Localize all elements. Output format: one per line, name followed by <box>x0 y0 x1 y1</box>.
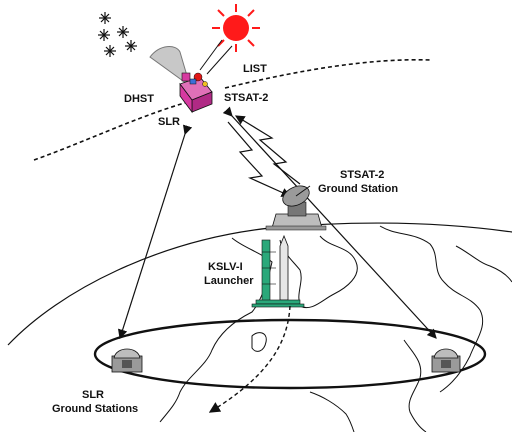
slr-ground-label-line1: SLR <box>82 389 104 401</box>
slr-label: SLR <box>158 116 180 128</box>
downlink-zigzag <box>227 121 292 197</box>
dhst-beam <box>149 46 191 88</box>
launcher-label-line1: KSLV-I <box>208 261 243 273</box>
satellite-label: STSAT-2 <box>224 92 268 104</box>
list-beam-2 <box>206 45 233 75</box>
slr-ground-label-line2: Ground Stations <box>52 403 138 415</box>
continent-outline-far-east <box>455 245 512 283</box>
list-beam-1 <box>199 39 223 71</box>
orbit-path <box>33 99 196 161</box>
satellite-dish-icon <box>265 185 327 231</box>
ground-station-label-line1: STSAT-2 <box>340 169 384 181</box>
rocket-launcher-icon <box>251 234 305 308</box>
star-cluster-icon <box>98 12 137 57</box>
sun-icon <box>212 4 260 52</box>
orbit-path-right <box>224 58 431 89</box>
slr-station-icon <box>111 348 143 373</box>
earth-outline <box>7 222 512 346</box>
uplink-zigzag <box>234 115 301 185</box>
list-label: LIST <box>243 63 267 75</box>
satellite-icon <box>179 72 213 114</box>
slr-network-ellipse <box>93 318 487 390</box>
continent-outline-bottom <box>309 391 355 432</box>
launcher-label-line2: Launcher <box>204 275 254 287</box>
slr-station-icon <box>431 348 461 373</box>
slr-link-right <box>222 106 437 339</box>
slr-link-left <box>117 124 193 340</box>
launch-trajectory <box>208 305 291 413</box>
island-outline <box>251 332 267 352</box>
dhst-label: DHST <box>124 93 154 105</box>
ground-station-label-line2: Ground Station <box>318 183 398 195</box>
continent-outline-right <box>279 235 358 308</box>
continent-outline-south <box>403 339 427 432</box>
